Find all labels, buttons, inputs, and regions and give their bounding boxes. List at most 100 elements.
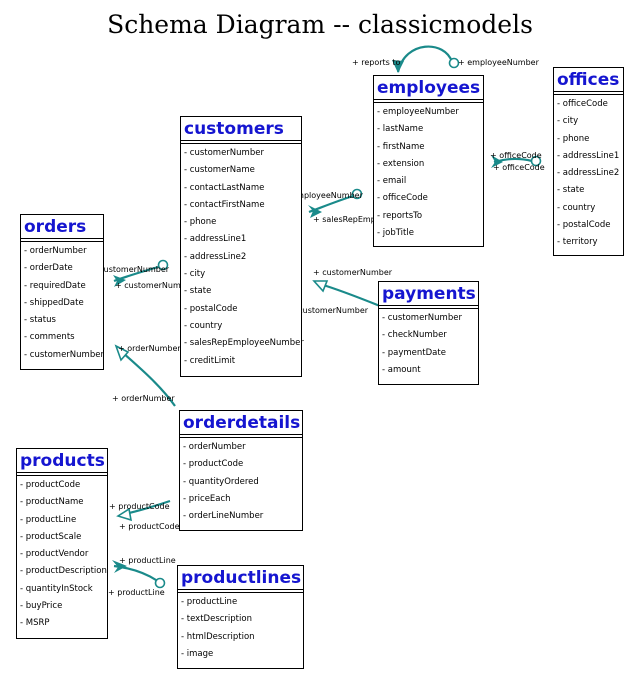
entity-employees[interactable]: employees - employeeNumber - lastName - fi… bbox=[373, 75, 484, 247]
link-label-customer-number-4: + customerNumber bbox=[289, 306, 369, 315]
entity-title-employees: employees bbox=[377, 78, 481, 98]
attribute-row: - customerNumber bbox=[382, 313, 462, 323]
entity-separator bbox=[17, 472, 107, 476]
attribute-row: - extension bbox=[377, 158, 425, 169]
entity-productlines[interactable]: productlines - productLine - textDescript… bbox=[177, 565, 304, 669]
link-label-reports-to: + reports to bbox=[352, 58, 401, 67]
attribute-list: - orderNumber- orderDate- requiredDate- … bbox=[21, 242, 104, 364]
entity-products[interactable]: products - productCode - productName - pro… bbox=[16, 448, 108, 639]
attribute-row: - productLine bbox=[181, 597, 238, 607]
link-label-employee-number-2: + employeeNumber bbox=[282, 191, 364, 200]
attribute-row: - status bbox=[24, 315, 56, 326]
attribute-list: - officeCode- city- phone- addressLine1-… bbox=[554, 95, 623, 252]
attribute-row: - addressLine2 bbox=[557, 168, 620, 179]
entity-payments[interactable]: payments - customerNumber- checkNumber- … bbox=[378, 281, 479, 385]
attribute-row: - creditLimit bbox=[184, 355, 236, 366]
entity-separator bbox=[21, 238, 103, 242]
attribute-row: - postalCode bbox=[184, 303, 238, 314]
attribute-row: - firstName bbox=[377, 141, 425, 152]
attribute-row: - customerNumber bbox=[184, 148, 264, 158]
entity-title-productlines: productlines bbox=[181, 568, 302, 588]
attribute-row: - phone bbox=[557, 133, 590, 144]
attribute-row: - buyPrice bbox=[20, 601, 63, 612]
entity-offices[interactable]: offices - officeCode - city - phone - addre… bbox=[553, 67, 624, 256]
attribute-list: - customerNumber - checkNumber - paymentDa… bbox=[379, 309, 478, 379]
attribute-row: - phone bbox=[184, 217, 217, 228]
attribute-row: - salesRepEmployeeNumber bbox=[184, 338, 304, 349]
attribute-row: - country bbox=[557, 202, 596, 213]
link-label-customer-number-3: + customerNumber bbox=[313, 268, 393, 277]
link-label-product-line-1: + productLine bbox=[119, 556, 176, 565]
attribute-row: - quantityInStock bbox=[20, 583, 93, 594]
attribute-list: - orderNumber- productCode- quantityOrde… bbox=[180, 438, 302, 525]
attribute-row: - officeCode bbox=[557, 99, 608, 109]
link-label-order-number-2: + orderNumber bbox=[112, 394, 175, 403]
link-employees-offices: + officeCode + officeCode bbox=[490, 151, 545, 172]
entity-title-offices: offices bbox=[557, 70, 620, 90]
entity-title-orders: orders bbox=[24, 217, 87, 237]
attribute-row: - city bbox=[184, 269, 206, 280]
link-label-product-code-2: + productCode bbox=[119, 522, 180, 531]
entity-separator bbox=[178, 589, 303, 593]
attribute-row: - quantityOrdered bbox=[183, 476, 259, 487]
entity-title-customers: customers bbox=[184, 119, 284, 139]
link-productlines-products: + productLine + productLine bbox=[108, 556, 176, 597]
attribute-row: - productCode bbox=[183, 459, 244, 470]
entity-orderdetails[interactable]: orderdetails - orderNumber- productCode-… bbox=[179, 410, 303, 531]
attribute-row: - requiredDate bbox=[24, 280, 86, 291]
attribute-row: - state bbox=[184, 286, 212, 297]
attribute-row: - employeeNumber bbox=[377, 107, 459, 117]
attribute-row: - lastName bbox=[377, 124, 424, 135]
link-label-employee-number: + employeeNumber bbox=[458, 58, 540, 67]
link-orderdetails-products: + productCode + productCode bbox=[109, 499, 180, 531]
attribute-row: - addressLine2 bbox=[184, 251, 247, 262]
attribute-row: - email bbox=[377, 176, 407, 187]
attribute-row: - customerNumber bbox=[24, 349, 104, 360]
attribute-row: - customerName bbox=[184, 165, 255, 176]
link-label-office-code-1: + officeCode bbox=[490, 151, 542, 160]
entity-customers[interactable]: customers - customerNumber - customerName… bbox=[180, 116, 304, 377]
attribute-row: - country bbox=[184, 320, 223, 331]
entity-title-payments: payments bbox=[382, 284, 476, 304]
attribute-row: - orderDate bbox=[24, 263, 73, 274]
attribute-row: - orderLineNumber bbox=[183, 511, 264, 522]
link-orders-customers: + customerNumber + customerNumber bbox=[90, 259, 195, 290]
attribute-row: - territory bbox=[557, 237, 598, 248]
attribute-row: - htmlDescription bbox=[181, 631, 255, 642]
link-customers-employees: + employeeNumber + salesRepEmployeeNumbe… bbox=[282, 188, 430, 224]
attribute-list: - productLine - textDescription - htmlDesc… bbox=[178, 593, 303, 663]
attribute-row: - priceEach bbox=[183, 493, 231, 504]
entity-separator bbox=[374, 99, 483, 103]
attribute-row: - productCode bbox=[20, 480, 81, 490]
attribute-row: - contactFirstName bbox=[184, 199, 265, 210]
link-label-sales-rep: + salesRepEmployeeNumber bbox=[313, 215, 430, 224]
link-employees-self: + reports to + employeeNumber bbox=[352, 45, 540, 73]
link-label-customer-number-1: + customerNumber bbox=[90, 265, 170, 274]
attribute-row: - amount bbox=[382, 364, 421, 375]
attribute-row: - city bbox=[557, 116, 579, 127]
attribute-row: - productName bbox=[20, 497, 84, 508]
attribute-row: - image bbox=[181, 648, 214, 659]
entity-orders[interactable]: orders - orderNumber- orderDate- require… bbox=[20, 214, 104, 370]
attribute-row: - addressLine1 bbox=[184, 234, 247, 245]
entity-separator bbox=[554, 91, 623, 95]
entity-separator bbox=[180, 434, 302, 438]
link-label-customer-number-2: + customerNumber bbox=[115, 281, 195, 290]
link-payments-customers: + customerNumber + customerNumber bbox=[289, 268, 393, 315]
attribute-row: - productLine bbox=[20, 514, 77, 525]
link-label-office-code-2: + officeCode bbox=[493, 163, 545, 172]
attribute-list: - employeeNumber - lastName - firstName - e… bbox=[374, 103, 483, 242]
attribute-row: - textDescription bbox=[181, 614, 252, 625]
attribute-row: - reportsTo bbox=[377, 210, 423, 221]
attribute-row: - officeCode bbox=[377, 193, 428, 204]
attribute-row: - checkNumber bbox=[382, 330, 447, 341]
entity-separator bbox=[379, 305, 478, 309]
attribute-row: - paymentDate bbox=[382, 347, 446, 358]
attribute-row: - postalCode bbox=[557, 220, 611, 231]
diagram-title: Schema Diagram -- classicmodels bbox=[107, 10, 533, 39]
link-label-product-line-2: + productLine bbox=[108, 588, 165, 597]
attribute-row: - jobTitle bbox=[377, 228, 414, 239]
entity-title-products: products bbox=[20, 451, 105, 471]
attribute-row: - comments bbox=[24, 332, 75, 343]
